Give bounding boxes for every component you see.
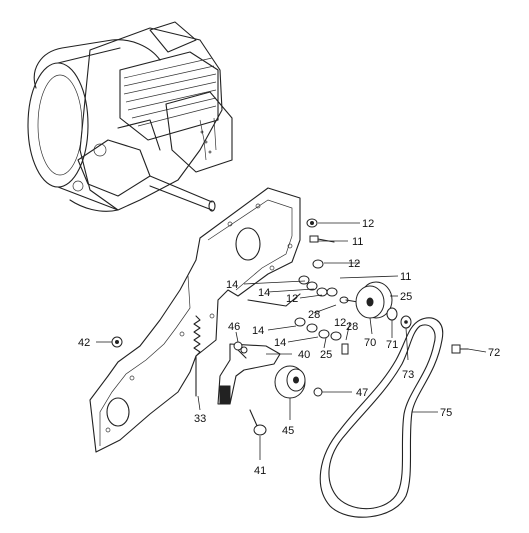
part-label-42: 42 xyxy=(78,337,90,349)
part-label-71: 71 xyxy=(386,339,398,351)
part-label-70: 70 xyxy=(364,337,376,349)
hardware-parts xyxy=(111,218,469,436)
drive-belt xyxy=(319,317,444,518)
part-label-12: 12 xyxy=(362,218,374,230)
part-label-28: 28 xyxy=(308,309,320,321)
part-label-11: 11 xyxy=(352,236,363,248)
part-label-46: 46 xyxy=(228,321,240,333)
part-label-12: 12 xyxy=(334,317,346,329)
part-label-75: 75 xyxy=(440,407,452,419)
part-label-12: 12 xyxy=(348,258,360,270)
part-label-14: 14 xyxy=(274,337,286,349)
part-label-11: 11 xyxy=(400,271,411,283)
part-label-12: 12 xyxy=(286,293,298,305)
part-label-25: 25 xyxy=(400,291,412,303)
part-label-14: 14 xyxy=(258,287,270,299)
part-label-47: 47 xyxy=(356,387,368,399)
part-label-41: 41 xyxy=(254,465,266,477)
part-number-labels: 12 11 12 11 14 14 12 25 28 12 28 14 46 1… xyxy=(78,218,500,477)
mounting-bracket xyxy=(89,187,301,453)
part-label-45: 45 xyxy=(282,425,294,437)
part-label-73: 73 xyxy=(402,369,414,381)
part-label-14: 14 xyxy=(252,325,264,337)
part-label-33: 33 xyxy=(194,413,206,425)
part-label-25: 25 xyxy=(320,349,332,361)
part-label-28: 28 xyxy=(346,321,358,333)
part-label-40: 40 xyxy=(298,349,310,361)
leader-lines xyxy=(96,222,487,460)
part-label-72: 72 xyxy=(488,347,500,359)
part-label-14: 14 xyxy=(226,279,238,291)
engine-illustration xyxy=(27,21,233,212)
